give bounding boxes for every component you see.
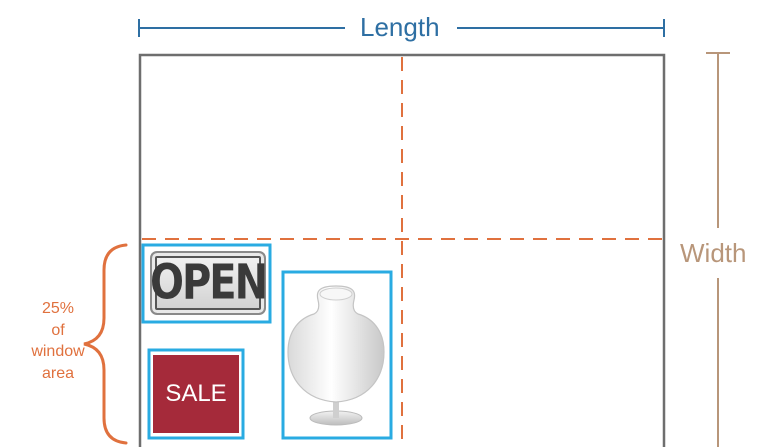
sale-sign-icon: SALE — [153, 355, 239, 433]
open-sign-icon: OPEN — [150, 251, 266, 315]
annotation-line-3: window — [18, 341, 98, 363]
open-sign-text: OPEN — [150, 255, 266, 310]
annotation-line-2: of — [18, 320, 98, 342]
width-label: Width — [680, 238, 746, 268]
annotation-line-1: 25% — [18, 298, 98, 320]
length-label: Length — [356, 14, 444, 40]
mannequin-bust-icon — [288, 286, 384, 425]
window-area-annotation: 25% of window area — [18, 298, 98, 384]
sale-sign-text: SALE — [165, 380, 226, 408]
annotation-line-4: area — [18, 363, 98, 385]
